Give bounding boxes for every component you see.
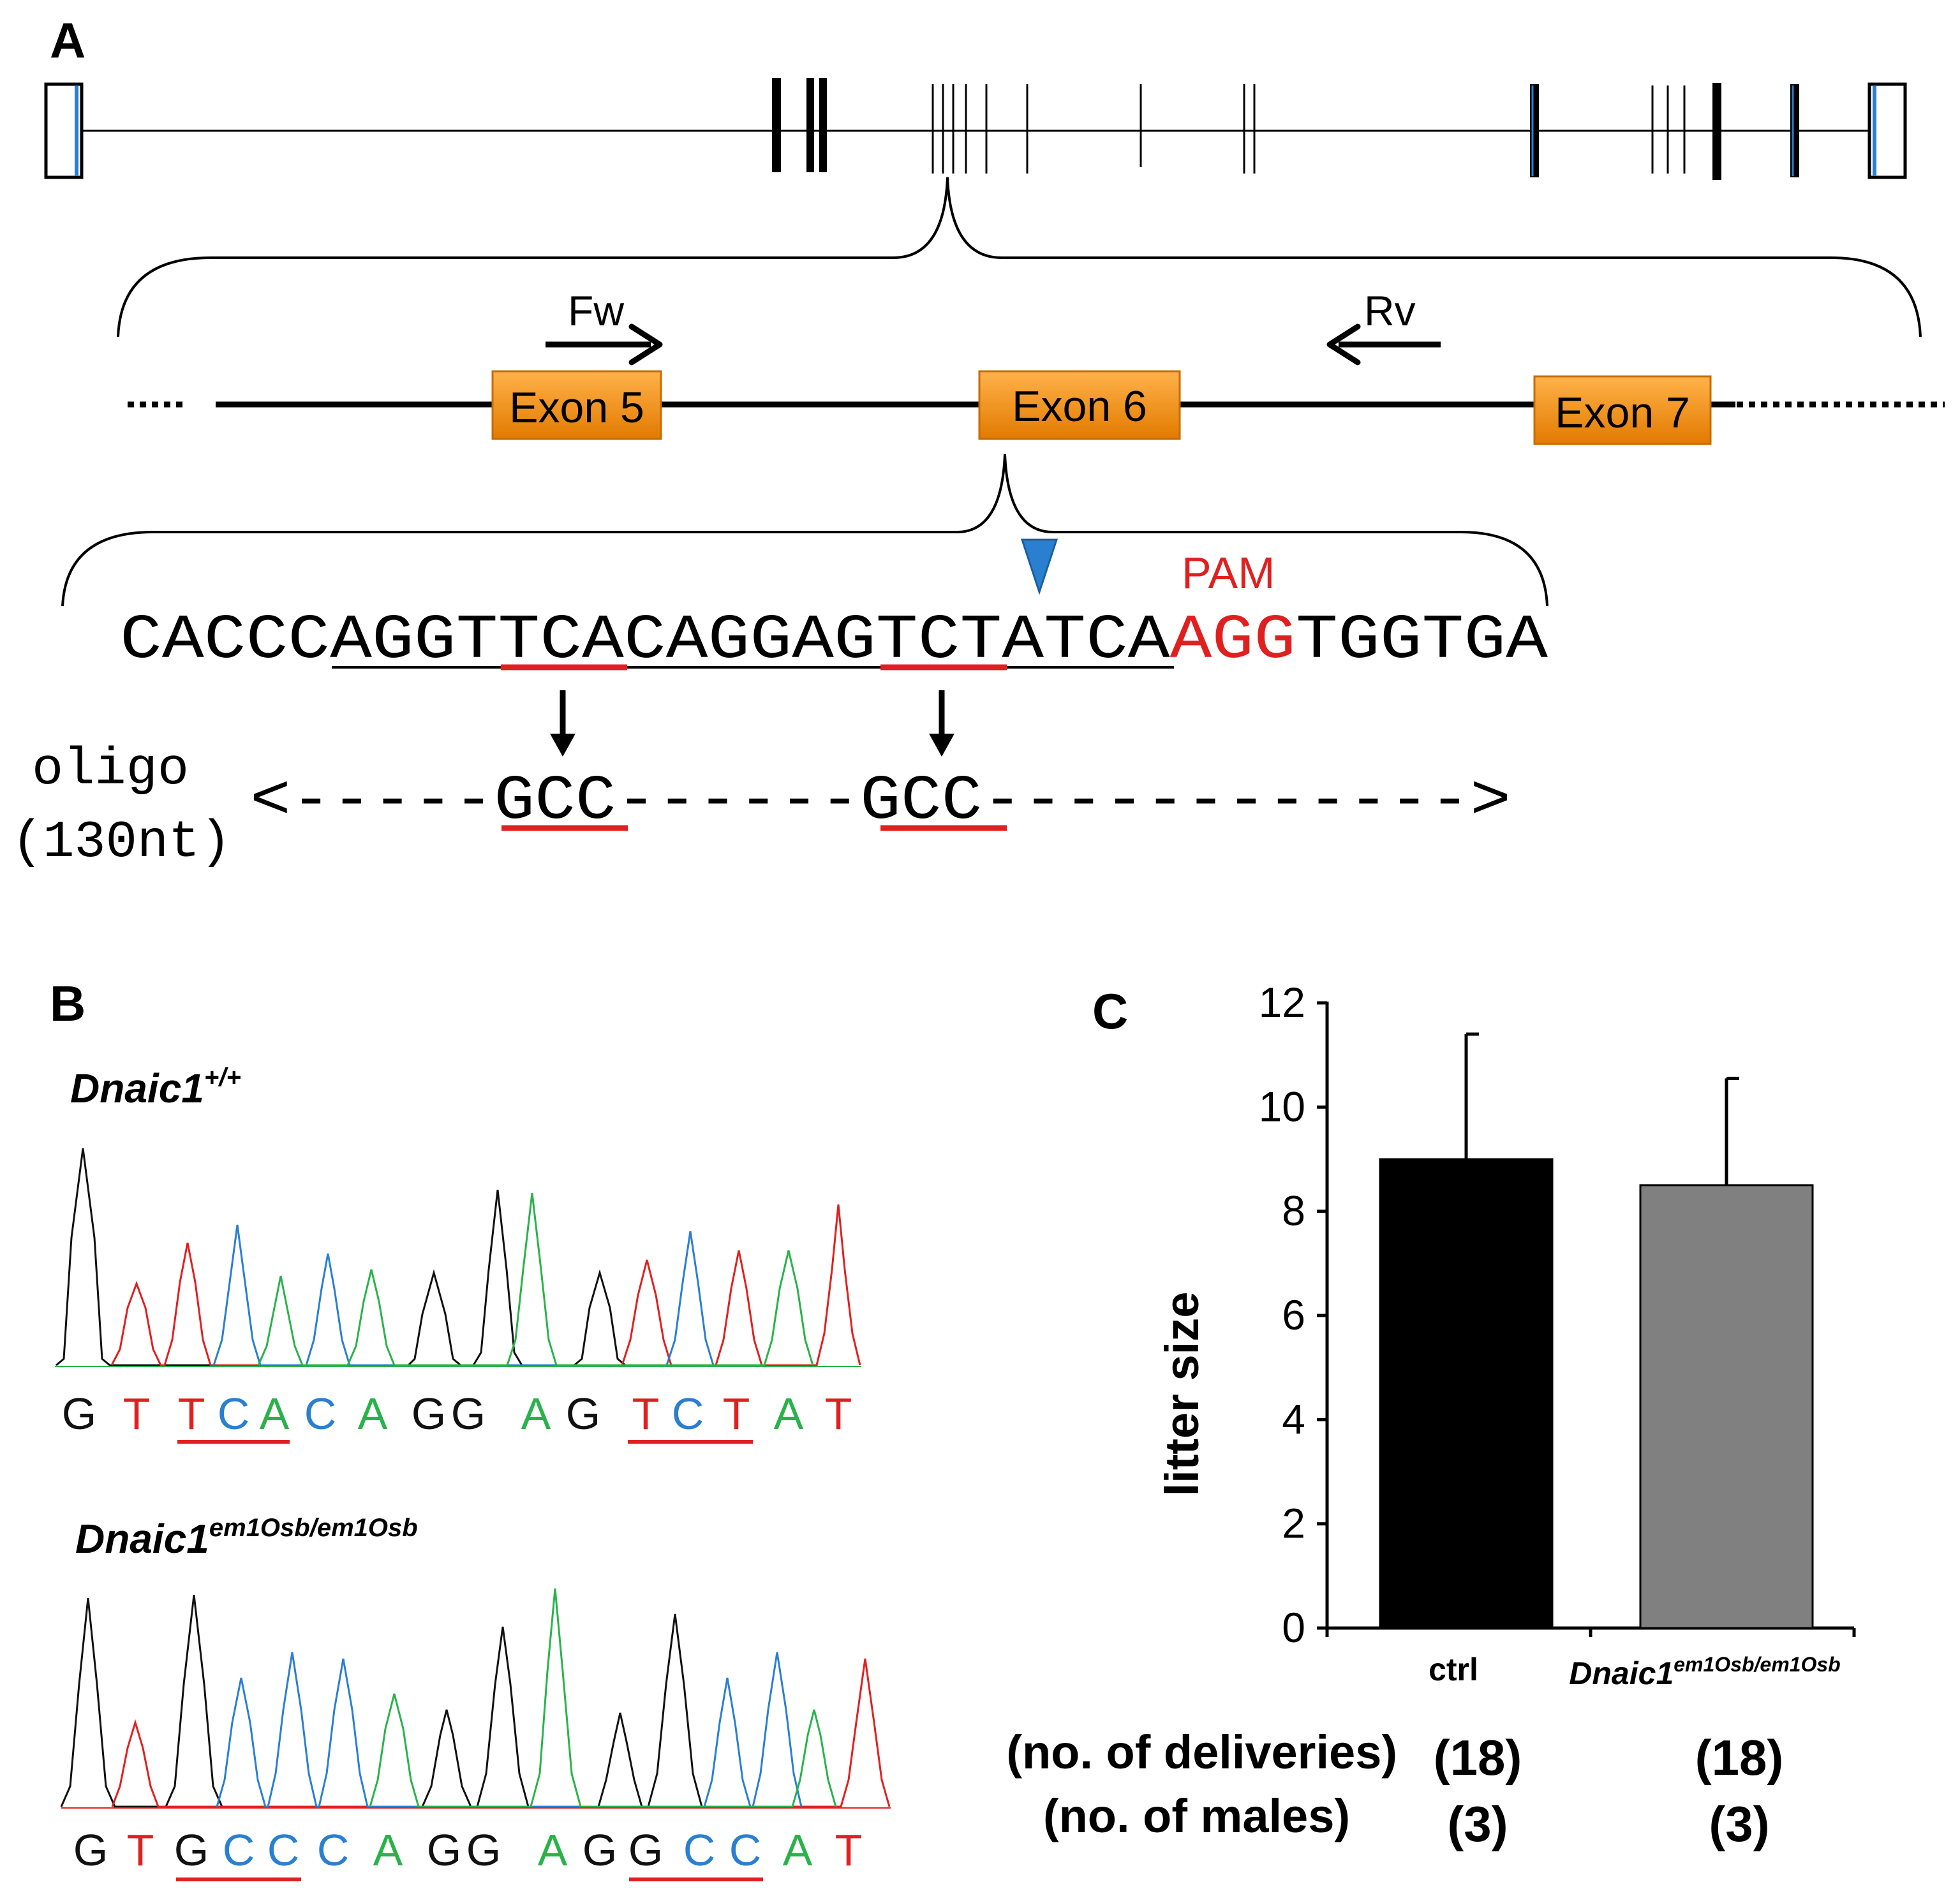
y-tick-group: 0 2 4 6 8 10 12 [1259,979,1327,1651]
mutation-arrow-1 [550,690,575,757]
wt-base: G [412,1389,446,1439]
seq-prefix: CACCC [120,605,330,676]
wt-genotype-label: Dnaic1+/+ [70,1063,241,1111]
y-tick-label: 10 [1259,1083,1305,1130]
oligo-end: ------------> [982,766,1511,837]
wt-base: A [358,1389,388,1439]
oligo-label-2: (130nt) [11,813,231,872]
chart-x-axis [1325,1626,1856,1637]
mut-base: A [373,1825,403,1875]
wt-chromatogram [55,1148,861,1367]
x-label-mutant-gene: Dnaic1 [1569,1655,1674,1691]
mut-base: A [783,1825,813,1875]
mut-base: C [223,1825,255,1875]
x-label-mutant: Dnaic1em1Osb/em1Osb [1569,1653,1840,1691]
exon-6-label: Exon 6 [1012,382,1147,431]
males-ctrl: (3) [1447,1796,1508,1852]
exon-7: Exon 7 [1533,375,1712,445]
bar-group [1379,1032,1814,1629]
zoom-brace-bottom [61,454,1548,607]
wt-base: A [521,1389,551,1439]
wt-base: C [304,1389,337,1439]
mut-base: G [427,1825,461,1875]
pam-label: PAM [1182,548,1275,598]
mutant-genotype-label: Dnaic1em1Osb/em1Osb [75,1514,418,1562]
mut-base: C [267,1825,300,1875]
males-label: (no. of males) [1043,1789,1350,1842]
wt-base-calls: G T T C A C A G G A G T C T A T [62,1389,852,1439]
panel-b-label: B [50,975,85,1032]
wt-base: T [632,1389,660,1439]
oligo-label-1: oligo [32,740,189,799]
mut-base: G [628,1825,663,1875]
primer-rv-label: Rv [1364,287,1416,334]
exon-7-label: Exon 7 [1555,389,1690,437]
mutant-base-calls: G T G C C C A G G A G G C C A T [73,1825,863,1875]
exon-6: Exon 6 [978,370,1181,440]
wt-base: T [825,1389,852,1439]
seq-guide-3: CAGGAG [624,605,876,676]
seq-suffix: TGGTGA [1296,605,1548,676]
y-axis-title: litter size [1155,1292,1208,1497]
males-mutant: (3) [1709,1796,1769,1852]
deliveries-mutant: (18) [1695,1729,1784,1786]
cut-site-marker [1020,538,1058,595]
deliveries-label: (no. of deliveries) [1006,1726,1397,1779]
wt-base: A [774,1389,804,1439]
wt-base: G [566,1389,600,1439]
wt-base: T [723,1389,750,1439]
y-tick-label: 4 [1282,1395,1305,1442]
y-tick-label: 2 [1282,1500,1305,1547]
gene-structure [44,78,1907,180]
mut-allele-sup: em1Osb/em1Osb [209,1514,418,1542]
exon-5-label: Exon 5 [509,383,644,432]
wt-base: A [260,1389,290,1439]
bar-mutant [1639,1184,1814,1629]
y-tick-label: 6 [1282,1291,1305,1338]
exon-5: Exon 5 [491,370,662,440]
mut-base: T [835,1825,863,1875]
wt-allele-sup: +/+ [204,1063,241,1092]
x-label-mutant-sup: em1Osb/em1Osb [1674,1653,1840,1676]
mut-base: A [538,1825,568,1875]
mut-base: C [683,1825,716,1875]
mut-base: G [583,1825,617,1875]
oligo-start: <----- [250,766,494,837]
mut-gene-name: Dnaic1 [75,1516,209,1562]
wt-base: T [178,1389,205,1439]
wt-base: C [672,1389,704,1439]
mut-base: C [729,1825,762,1875]
seq-pam: AGG [1170,605,1296,676]
mut-base: G [73,1825,108,1875]
seq-guide-1: AGGT [330,605,498,676]
mutant-chromatogram [60,1588,891,1809]
panel-a-label: A [50,12,85,68]
panel-c-label: C [1092,983,1128,1039]
wt-base: C [218,1389,250,1439]
x-label-ctrl: ctrl [1429,1652,1478,1687]
wt-gene-name: Dnaic1 [70,1065,204,1111]
seq-guide-5: ATCA [1002,605,1169,676]
mut-base: G [466,1825,501,1875]
y-tick-label: 12 [1259,979,1305,1026]
wt-base: G [451,1389,486,1439]
mutation-arrow-2 [929,690,954,757]
oligo-middle: ------ [616,766,860,837]
primer-fw-arrow [546,323,663,366]
mut-base: C [317,1825,350,1875]
zoom-brace-top [117,177,1922,337]
mut-base: G [174,1825,209,1875]
bar-ctrl [1379,1158,1554,1629]
primer-rv-arrow [1326,323,1441,366]
mut-base: T [127,1825,154,1875]
primer-fw-label: Fw [568,287,624,334]
wt-base: G [62,1389,96,1439]
y-tick-label: 8 [1282,1187,1305,1234]
wt-base: T [123,1389,151,1439]
y-tick-label: 0 [1282,1604,1305,1651]
deliveries-ctrl: (18) [1434,1729,1522,1786]
